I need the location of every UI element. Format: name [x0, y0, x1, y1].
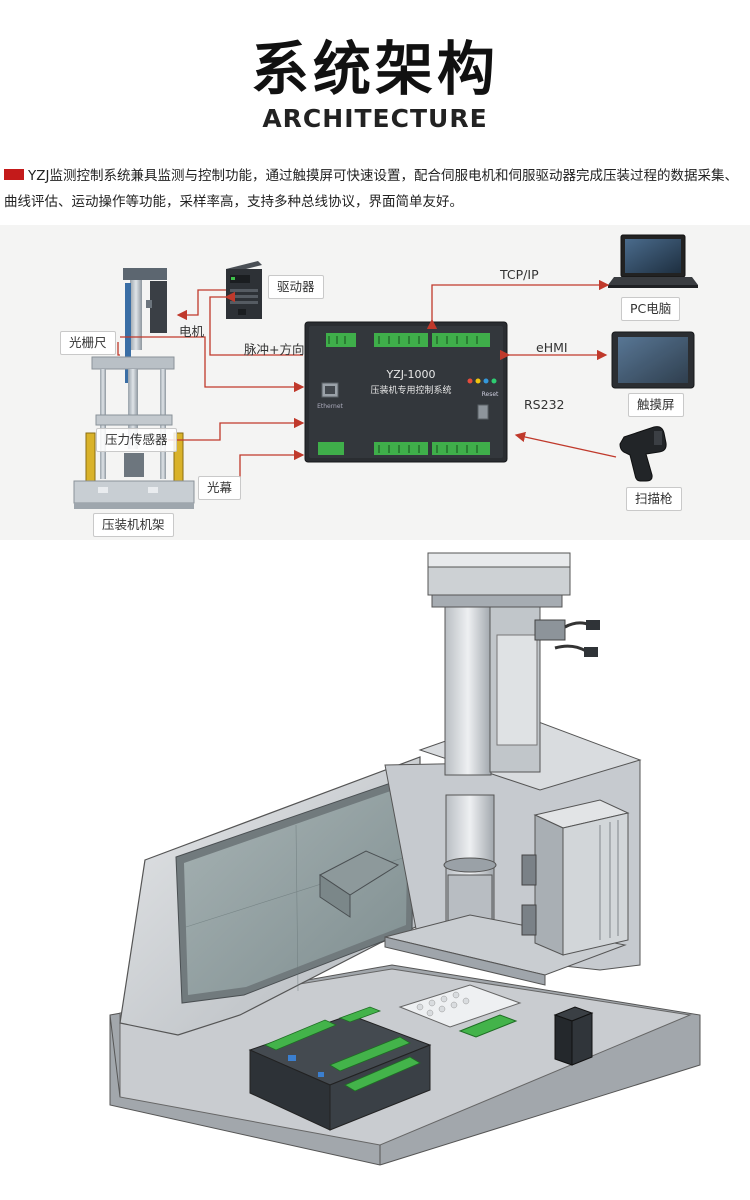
machine-3d-graphics [109, 552, 701, 1166]
scanner-illustration [619, 426, 667, 482]
controller-model: YZJ-1000 [386, 368, 436, 381]
intro-paragraph: YZJ监测控制系统兼具监测与控制功能，通过触摸屏可快速设置，配合伺服电机和伺服驱… [4, 168, 738, 210]
label-motor: 电机 [179, 324, 205, 339]
press-frame-illustration [73, 268, 195, 509]
controller-ethernet-label: Ethernet [317, 403, 343, 410]
label-press-frame: 压装机机架 [93, 513, 174, 537]
label-rs232: RS232 [524, 397, 565, 412]
intro-accent-mark [4, 169, 24, 180]
label-pulse-direction: 脉冲+方向 [244, 342, 305, 357]
label-grating-ruler: 光栅尺 [60, 331, 116, 355]
page-title: 系统架构 [250, 35, 499, 103]
laptop-illustration [608, 234, 698, 288]
machine-3d-render [0, 545, 750, 1196]
label-pc: PC电脑 [621, 297, 681, 321]
controller-illustration [304, 321, 508, 463]
touch-panel-illustration [611, 331, 695, 389]
diagram-graphics [73, 234, 698, 509]
label-tcp-ip: TCP/IP [500, 267, 539, 282]
label-light-curtain: 光幕 [198, 476, 242, 500]
connection-arrows [117, 279, 617, 486]
label-pressure-sensor: 压力传感器 [96, 428, 177, 452]
architecture-diagram: 驱动器 电机 光栅尺 压力传感器 光幕 压装机机架 脉冲+方向 TCP/IP e… [0, 225, 750, 540]
servo-driver-illustration [226, 261, 262, 319]
page-subtitle: ARCHITECTURE [262, 104, 488, 133]
label-ehmi: eHMI [536, 340, 568, 355]
label-scanner: 扫描枪 [626, 487, 682, 511]
controller-reset-label: Reset [481, 391, 499, 398]
controller-name: 压装机专用控制系统 [370, 386, 452, 396]
label-touch-screen: 触摸屏 [628, 393, 684, 417]
label-driver: 驱动器 [268, 275, 324, 299]
